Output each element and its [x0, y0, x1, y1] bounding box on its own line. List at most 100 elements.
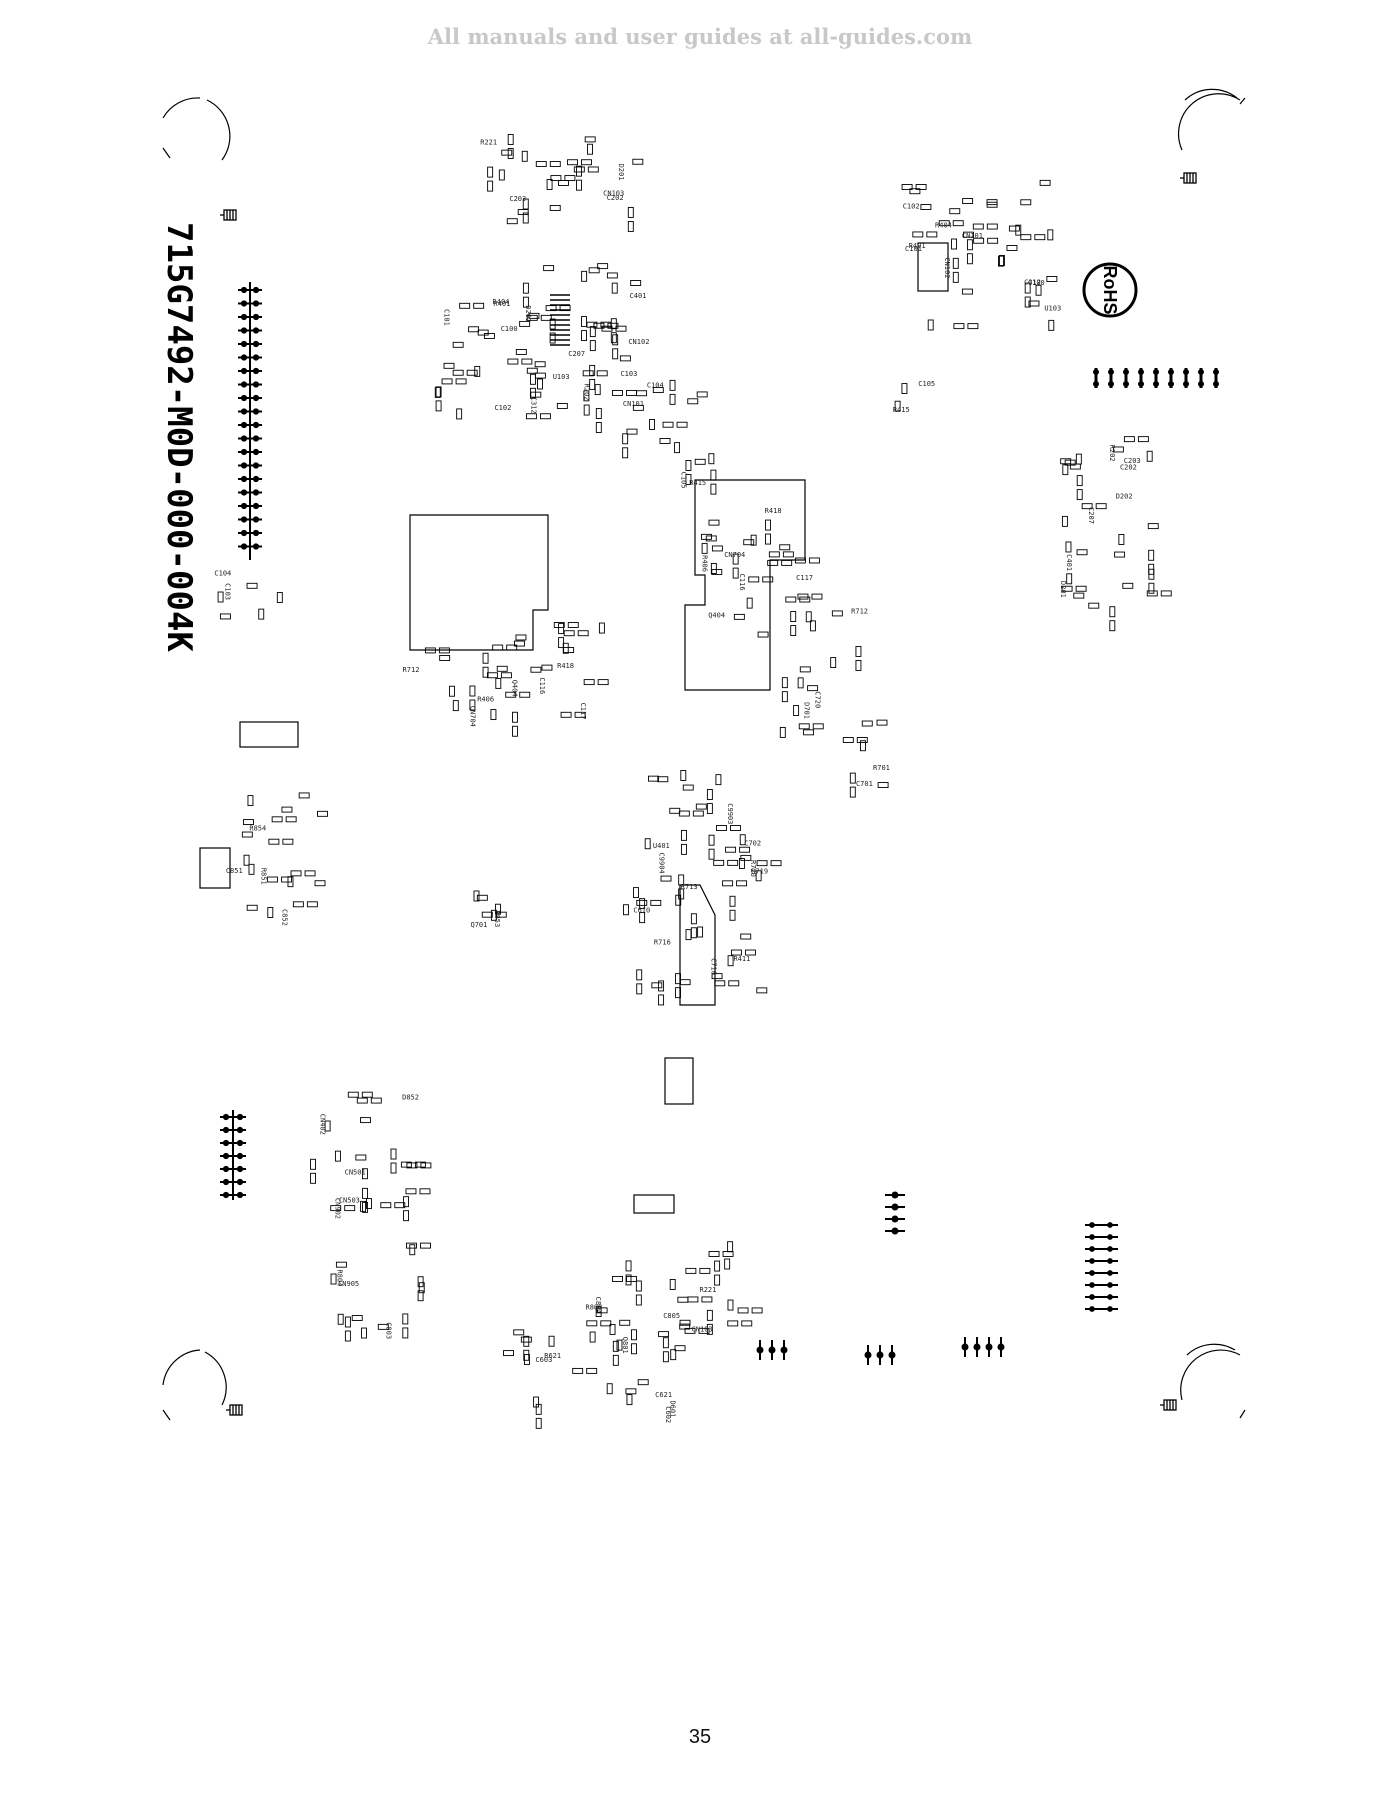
- smd-pad: [487, 166, 494, 178]
- component-label: C803: [385, 1322, 393, 1339]
- smd-pad: [1028, 300, 1040, 307]
- smd-pad: [1118, 534, 1125, 545]
- smd-pad: [740, 933, 752, 940]
- pin-pad: [1198, 381, 1204, 387]
- pin-pad: [240, 286, 248, 294]
- smd-pad: [529, 373, 536, 385]
- smd-pad: [963, 231, 974, 238]
- smd-pad: [515, 634, 527, 641]
- pin-pad: [1093, 369, 1099, 375]
- smd-pad: [281, 876, 293, 883]
- pin-pad: [240, 408, 248, 415]
- smd-pad: [765, 519, 771, 531]
- smd-pad: [679, 979, 691, 986]
- smd-pad: [633, 887, 639, 899]
- smd-pad: [636, 969, 643, 981]
- smd-pad: [586, 1320, 598, 1327]
- pin-pad: [1183, 369, 1189, 375]
- smd-pad: [556, 403, 568, 409]
- smd-pad: [582, 370, 594, 377]
- smd-pad: [649, 419, 656, 430]
- smd-pad: [456, 408, 463, 420]
- smd-pad: [920, 204, 932, 210]
- pin-pad: [1089, 1270, 1095, 1276]
- component-label: C202: [607, 194, 624, 202]
- smd-pad: [966, 239, 973, 251]
- smd-pad: [400, 1161, 412, 1168]
- power-ic-outline: [679, 884, 716, 1006]
- screw-icon: [226, 1404, 243, 1416]
- smd-pad: [248, 863, 255, 875]
- smd-pad: [495, 903, 501, 915]
- pin-pad: [1089, 1258, 1095, 1264]
- smd-pad: [589, 1331, 596, 1343]
- smd-pad: [1047, 229, 1054, 241]
- smd-pad: [612, 1340, 619, 1352]
- smd-pad: [549, 161, 561, 167]
- smd-pad: [1095, 503, 1107, 510]
- smd-pad: [593, 322, 605, 329]
- smd-pad: [962, 198, 974, 204]
- component-label: CN101: [962, 232, 983, 240]
- smd-pad: [793, 705, 800, 716]
- component-labels: CN103R221D201C202C203R202D202C207C401CN1…: [214, 139, 1140, 1423]
- smd-pad: [1088, 602, 1100, 609]
- smd-pad: [739, 834, 746, 846]
- component-label: R404: [935, 221, 952, 229]
- component-label: C101: [442, 309, 450, 326]
- smd-pad: [949, 208, 961, 215]
- smd-pad: [435, 386, 442, 398]
- smd-pad: [662, 421, 674, 428]
- smd-pad: [417, 1290, 424, 1302]
- smd-pad: [909, 188, 921, 195]
- smd-pad: [600, 1320, 612, 1327]
- pin-pad: [252, 462, 260, 469]
- smd-pad: [695, 803, 707, 810]
- pin-pad: [1093, 381, 1099, 387]
- smd-pad: [439, 655, 451, 661]
- smd-pad: [324, 1120, 331, 1132]
- smd-pad: [730, 949, 742, 956]
- smd-pad: [697, 926, 704, 938]
- smd-pad: [678, 810, 690, 817]
- smd-pad: [611, 389, 623, 396]
- smd-pad: [861, 720, 873, 727]
- smd-pad: [699, 1267, 711, 1274]
- smd-pad: [526, 367, 538, 374]
- smd-pad: [583, 404, 590, 416]
- component-label: CN103: [692, 1325, 713, 1333]
- smd-pad: [625, 389, 637, 396]
- smd-pad: [581, 330, 587, 342]
- smd-pad: [625, 1388, 637, 1395]
- smd-pad: [740, 854, 752, 861]
- pin-pad: [222, 1178, 230, 1186]
- component-label: CN102: [943, 257, 951, 278]
- smd-pad: [434, 386, 441, 398]
- smd-pad: [622, 447, 629, 459]
- component-label: R712: [851, 608, 868, 616]
- smd-pad: [1024, 282, 1031, 294]
- smd-pad: [366, 1198, 372, 1210]
- smd-pad: [670, 1349, 677, 1361]
- smd-pad: [708, 453, 715, 465]
- component-label: C401: [630, 292, 647, 300]
- smd-pad: [610, 318, 617, 330]
- pin-pad: [1107, 1234, 1113, 1240]
- component-label: C804: [594, 1297, 602, 1314]
- smd-pad: [926, 231, 938, 238]
- smd-pad: [987, 237, 999, 244]
- pin-pad: [252, 286, 260, 294]
- smd-pad: [402, 1327, 409, 1339]
- rohs-badge: RoHS: [1082, 262, 1138, 318]
- pin-pad: [1168, 369, 1174, 375]
- smd-pad: [522, 282, 529, 294]
- smd-pad: [243, 854, 250, 866]
- component-label: R716: [654, 939, 671, 947]
- pin-pad: [240, 435, 248, 442]
- smd-pad: [728, 980, 740, 987]
- smd-pad: [418, 1282, 425, 1294]
- q604-chip: [199, 847, 231, 889]
- rohs-label: RoHS: [1100, 266, 1120, 315]
- smd-pad: [708, 834, 715, 846]
- smd-pad: [1064, 459, 1076, 466]
